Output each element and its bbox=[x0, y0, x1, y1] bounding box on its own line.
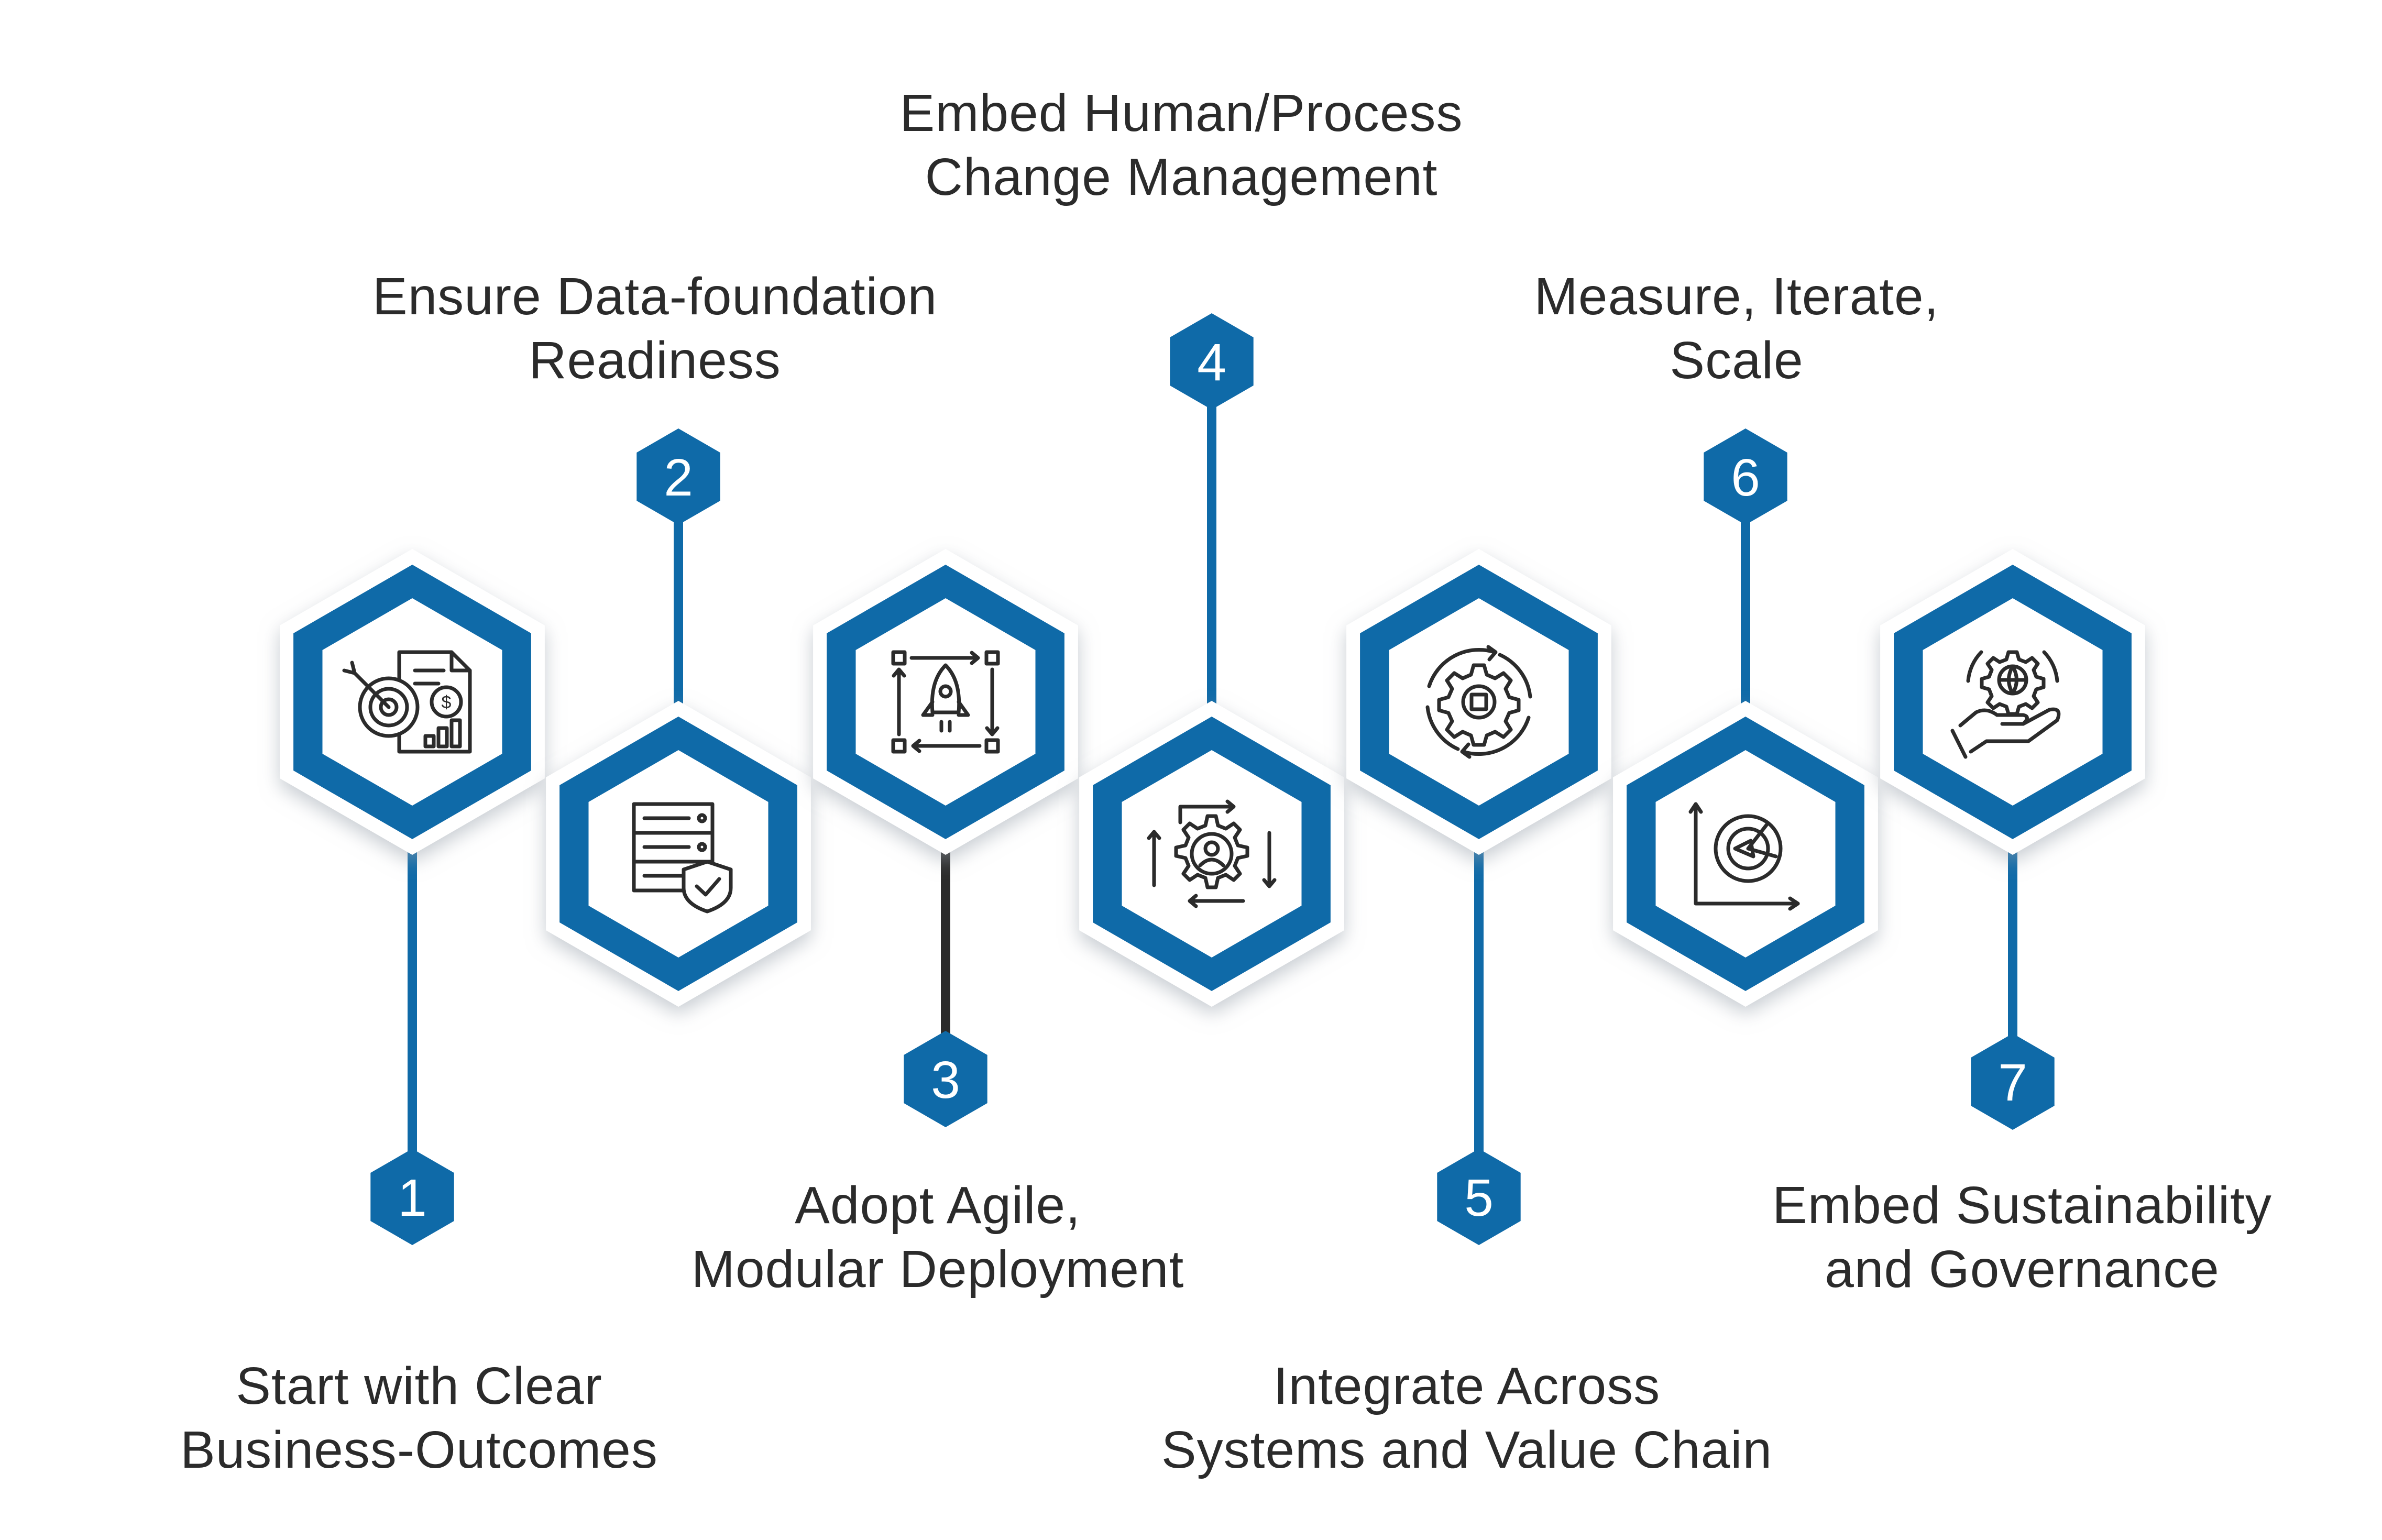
step-3-title-line1: Adopt Agile, bbox=[795, 1176, 1081, 1235]
step-hexagon-3 bbox=[813, 549, 1078, 855]
badge-hexagon bbox=[1437, 1149, 1521, 1245]
server-shield-icon bbox=[632, 802, 733, 914]
gear-cycle-icon bbox=[1425, 645, 1532, 759]
step-1-title-line1: Start with Clear bbox=[236, 1357, 602, 1415]
badge-hexagon bbox=[1704, 428, 1787, 525]
step-number: 7 bbox=[1998, 1053, 2027, 1112]
step-2-title-line1: Ensure Data-foundation bbox=[372, 267, 938, 326]
hexagon-core bbox=[1389, 598, 1569, 806]
step-4-title-line1: Embed Human/Process bbox=[899, 84, 1463, 142]
step-number: 2 bbox=[664, 448, 693, 507]
pie-chart-axis-icon bbox=[1688, 802, 1800, 911]
step-hexagon-2 bbox=[546, 701, 811, 1007]
step-7-title-line1: Embed Sustainability bbox=[1772, 1176, 2272, 1235]
step-hexagon-5 bbox=[1346, 549, 1611, 855]
step-number: 5 bbox=[1464, 1169, 1494, 1227]
step-hexagon-4 bbox=[1079, 701, 1344, 1007]
step-badge-7: 7 bbox=[1971, 1033, 2055, 1130]
badge-hexagon bbox=[370, 1149, 454, 1245]
step-label-6: Measure, Iterate,Scale bbox=[1344, 265, 2129, 392]
connector-lines bbox=[408, 398, 2017, 1163]
hand-globe-gear-icon bbox=[1950, 650, 2061, 759]
badge-hexagon bbox=[1971, 1033, 2055, 1130]
step-6-title-line1: Measure, Iterate, bbox=[1534, 267, 1939, 326]
step-2-title-line2: Readiness bbox=[529, 331, 781, 390]
step-label-3: Adopt Agile,Modular Deployment bbox=[545, 1173, 1331, 1301]
target-report-icon: $ bbox=[342, 650, 472, 754]
rocket-workflow-icon bbox=[891, 650, 1000, 754]
step-badge-6: 6 bbox=[1704, 428, 1787, 525]
step-1-title-line2: Business-Outcomes bbox=[180, 1421, 658, 1479]
hexagon-core bbox=[1923, 598, 2103, 806]
gear-people-icon bbox=[1147, 799, 1277, 908]
step-number: 1 bbox=[398, 1169, 427, 1227]
step-3-title-line2: Modular Deployment bbox=[691, 1240, 1184, 1299]
step-5-title-line1: Integrate Across bbox=[1273, 1357, 1661, 1415]
step-badge-5: 5 bbox=[1437, 1149, 1521, 1245]
step-badge-4: 4 bbox=[1170, 313, 1254, 410]
icons: $ bbox=[342, 645, 2061, 914]
step-badge-3: 3 bbox=[904, 1031, 987, 1127]
badge-layer: 1 2 3 4 5 6 7 bbox=[370, 313, 2055, 1245]
badge-hexagon bbox=[904, 1031, 987, 1127]
hexagon-core bbox=[855, 598, 1036, 806]
svg-text:$: $ bbox=[442, 692, 452, 712]
step-number: 4 bbox=[1197, 333, 1226, 392]
step-badge-1: 1 bbox=[370, 1149, 454, 1245]
step-6-title-line2: Scale bbox=[1670, 331, 1804, 390]
step-hexagon-7 bbox=[1880, 549, 2145, 855]
step-4-title-line2: Change Management bbox=[925, 148, 1438, 206]
step-badge-2: 2 bbox=[636, 428, 720, 525]
hexagon-layer bbox=[280, 549, 2145, 1007]
step-7-title-line2: and Governance bbox=[1825, 1240, 2220, 1299]
badge-hexagon bbox=[636, 428, 720, 525]
step-5-title-line2: Systems and Value Chain bbox=[1161, 1421, 1773, 1479]
hexagon-core bbox=[588, 750, 769, 958]
badge-hexagon bbox=[1170, 313, 1254, 410]
step-number: 3 bbox=[931, 1051, 960, 1109]
step-number: 6 bbox=[1731, 448, 1760, 507]
